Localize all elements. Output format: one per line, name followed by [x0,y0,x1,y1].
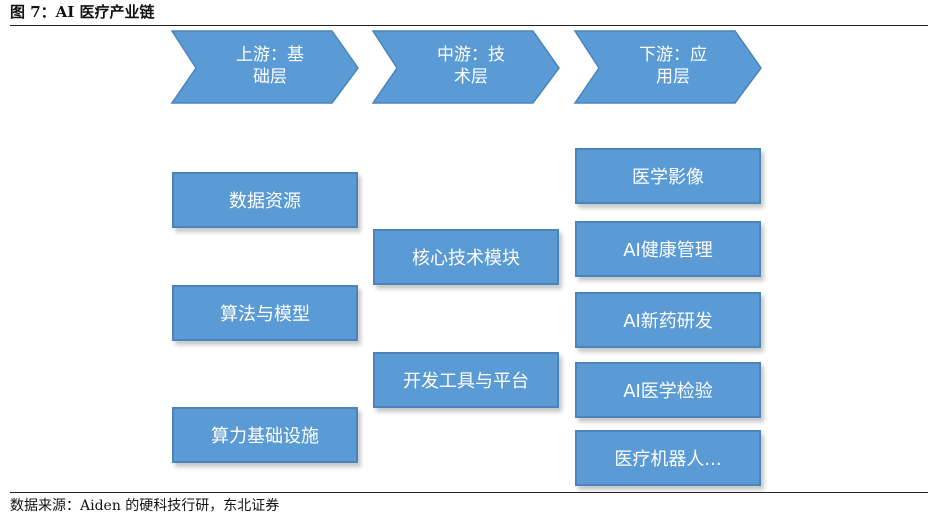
stage-label-downstream: 下游：应 用层 [615,44,731,88]
stage-label-line: 术层 [454,67,488,87]
stage-label-upstream: 上游：基 础层 [212,44,328,88]
stage-label-midstream: 中游：技 术层 [413,44,529,88]
stage-label-line: 础层 [253,67,287,87]
downstream-item-ai-medical-testing: AI医学检验 [575,362,761,418]
source-note: 数据来源：Aiden 的硬科技行研，东北证券 [10,498,280,514]
downstream-item-medical-robots: 医疗机器人... [575,430,761,486]
top-rule [10,25,928,26]
downstream-item-medical-imaging: 医学影像 [575,148,761,204]
figure-title: 图 7：AI 医疗产业链 [10,3,155,21]
stage-label-line: 下游：应 [639,45,707,65]
upstream-item-algorithms-models: 算法与模型 [172,285,358,341]
stage-chevrons [170,30,762,104]
midstream-item-core-tech-modules: 核心技术模块 [373,229,559,285]
stage-chevron-midstream [371,30,560,104]
downstream-item-ai-health-management: AI健康管理 [575,221,761,277]
stage-chevron-upstream [170,30,359,104]
upstream-item-data-resources: 数据资源 [172,172,358,228]
downstream-item-ai-drug-discovery: AI新药研发 [575,292,761,348]
stage-chevron-downstream [573,30,762,104]
upstream-item-compute-infrastructure: 算力基础设施 [172,407,358,463]
stage-label-line: 用层 [656,67,690,87]
stage-label-line: 中游：技 [437,45,505,65]
midstream-item-dev-tools-platforms: 开发工具与平台 [373,352,559,408]
bottom-rule [10,492,928,493]
stage-label-line: 上游：基 [236,45,304,65]
